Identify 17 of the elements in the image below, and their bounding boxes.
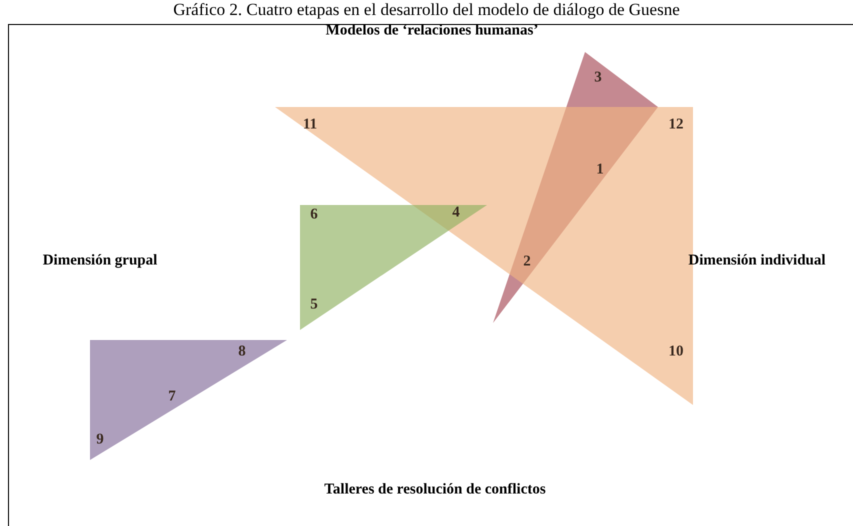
stage-number: 3 (594, 70, 602, 86)
stage-number: 11 (302, 116, 318, 134)
stage-number: 8 (238, 344, 246, 360)
stage-number: 7 (168, 388, 176, 406)
axis-label: Talleres de resolución de conflictos (324, 482, 546, 498)
stage-number: 12 (668, 116, 684, 134)
stage-number: 6 (310, 206, 318, 224)
stage-number: 1 (596, 162, 604, 178)
axis-label: Modelos de ‘relaciones humanas’ (326, 22, 538, 40)
axis-label: Dimensión individual (688, 252, 826, 270)
stage-number: 9 (96, 432, 104, 448)
stage-number: 5 (310, 296, 318, 314)
chart-title: Gráfico 2. Cuatro etapas en el desarrollo del modelo de diálogo de Guesne (172, 0, 681, 20)
stage-number: 10 (668, 344, 684, 360)
stage-number: 4 (452, 204, 460, 222)
stage-number: 2 (523, 254, 531, 270)
axis-label: Dimensión grupal (42, 252, 158, 270)
